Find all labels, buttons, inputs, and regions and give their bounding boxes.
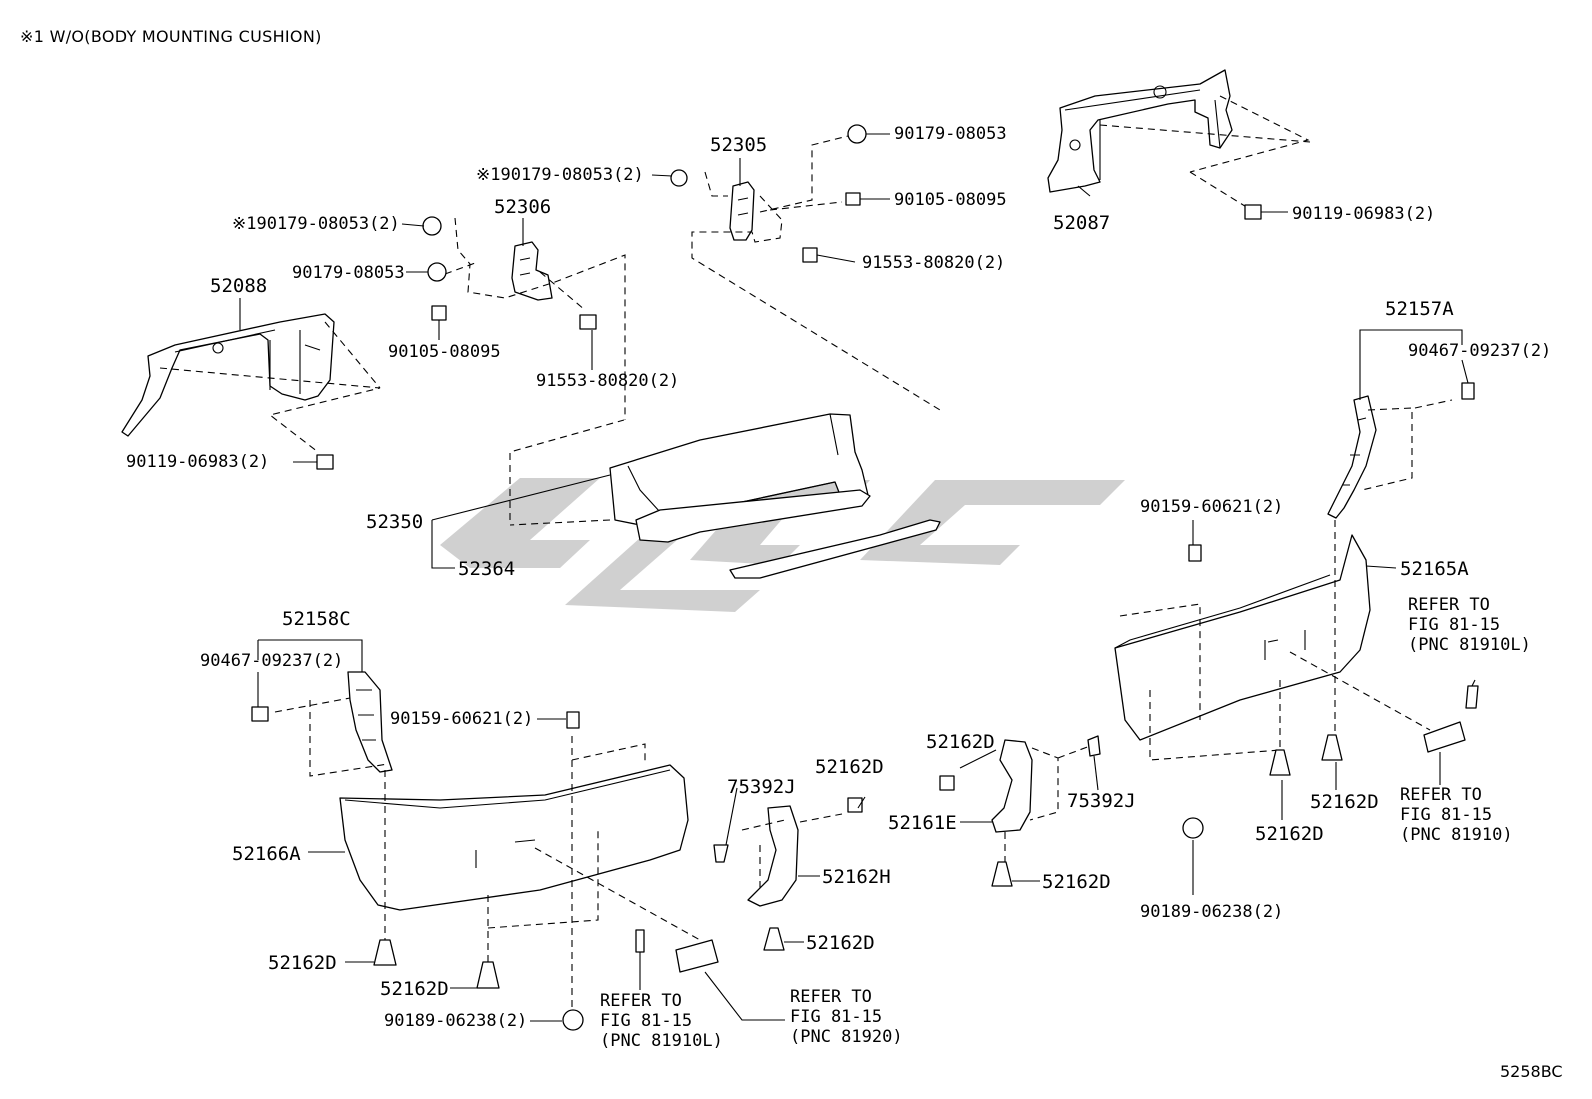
label-90159-60621: 90159-60621(2) — [1140, 497, 1284, 517]
label-52162D: 52162D — [1042, 871, 1111, 893]
label-52364: 52364 — [458, 558, 516, 580]
fasteners — [251, 124, 1479, 1031]
refer-note: REFER TO FIG 81-15 (PNC 81920) — [790, 987, 903, 1047]
label-75392J-left: 75392J — [727, 776, 796, 798]
diagram-code: 5258BC — [1500, 1062, 1563, 1081]
label-52162D: 52162D — [815, 756, 884, 778]
label-90467-09237: 90467-09237(2) — [1408, 341, 1552, 361]
label-52157A: 52157A — [1385, 298, 1454, 320]
part-52306-bracket — [444, 217, 626, 420]
label-90189-06238: 90189-06238(2) — [384, 1011, 528, 1031]
label-52305: 52305 — [710, 134, 768, 156]
label-52158C: 52158C — [282, 608, 351, 630]
label-52162D: 52162D — [1255, 823, 1324, 845]
label-52162D: 52162D — [268, 952, 337, 974]
part-52158C-bracket — [274, 671, 393, 777]
refer-note: REFER TO FIG 81-15 (PNC 81910L) — [1408, 595, 1531, 655]
part-52350-step — [509, 413, 941, 579]
label-75392J-right: 75392J — [1067, 790, 1136, 812]
part-52088-bracket — [121, 313, 381, 453]
label-90105-08095: 90105-08095 — [388, 342, 501, 362]
label-52166A: 52166A — [232, 843, 301, 865]
label-52087: 52087 — [1053, 212, 1111, 234]
label-52162D: 52162D — [1310, 791, 1379, 813]
part-52165A-bumper — [1114, 520, 1431, 761]
label-52162D: 52162D — [926, 731, 995, 753]
label-52161E: 52161E — [888, 812, 957, 834]
label-90119-06983: 90119-06983(2) — [1292, 204, 1436, 224]
label-52162D: 52162D — [380, 978, 449, 1000]
part-52162H-bracket — [741, 805, 843, 907]
label-90189-06238: 90189-06238(2) — [1140, 902, 1284, 922]
header-note: ※1 W/O(BODY MOUNTING CUSHION) — [20, 27, 322, 46]
label-90467-09237: 90467-09237(2) — [200, 651, 344, 671]
part-52087-bracket — [1047, 69, 1311, 209]
label-52165A: 52165A — [1400, 558, 1469, 580]
label-52162D: 52162D — [806, 932, 875, 954]
label-90179-08053: 90179-08053 — [894, 124, 1007, 144]
part-52161E-bracket — [991, 739, 1091, 862]
label-91553-80820: 91553-80820(2) — [862, 253, 1006, 273]
part-52305-bracket — [691, 135, 941, 411]
part-52157A-bracket — [1327, 395, 1453, 519]
label-90179-08053-x1: ※190179-08053(2) — [476, 165, 644, 185]
label-52162H: 52162H — [822, 866, 891, 888]
label-91553-80820: 91553-80820(2) — [536, 371, 680, 391]
leader-lines — [239, 133, 1476, 1022]
label-90119-06983: 90119-06983(2) — [126, 452, 270, 472]
label-90105-08095: 90105-08095 — [894, 190, 1007, 210]
label-90179-08053-x1: ※190179-08053(2) — [232, 214, 400, 234]
label-90179-08053: 90179-08053 — [292, 263, 405, 283]
refer-note: REFER TO FIG 81-15 (PNC 81910L) — [600, 991, 723, 1051]
refer-note: REFER TO FIG 81-15 (PNC 81910) — [1400, 785, 1513, 845]
part-52166A-bumper — [339, 736, 701, 1010]
label-52088: 52088 — [210, 275, 268, 297]
label-90159-60621: 90159-60621(2) — [390, 709, 534, 729]
label-52306: 52306 — [494, 196, 552, 218]
label-52350: 52350 — [366, 511, 424, 533]
